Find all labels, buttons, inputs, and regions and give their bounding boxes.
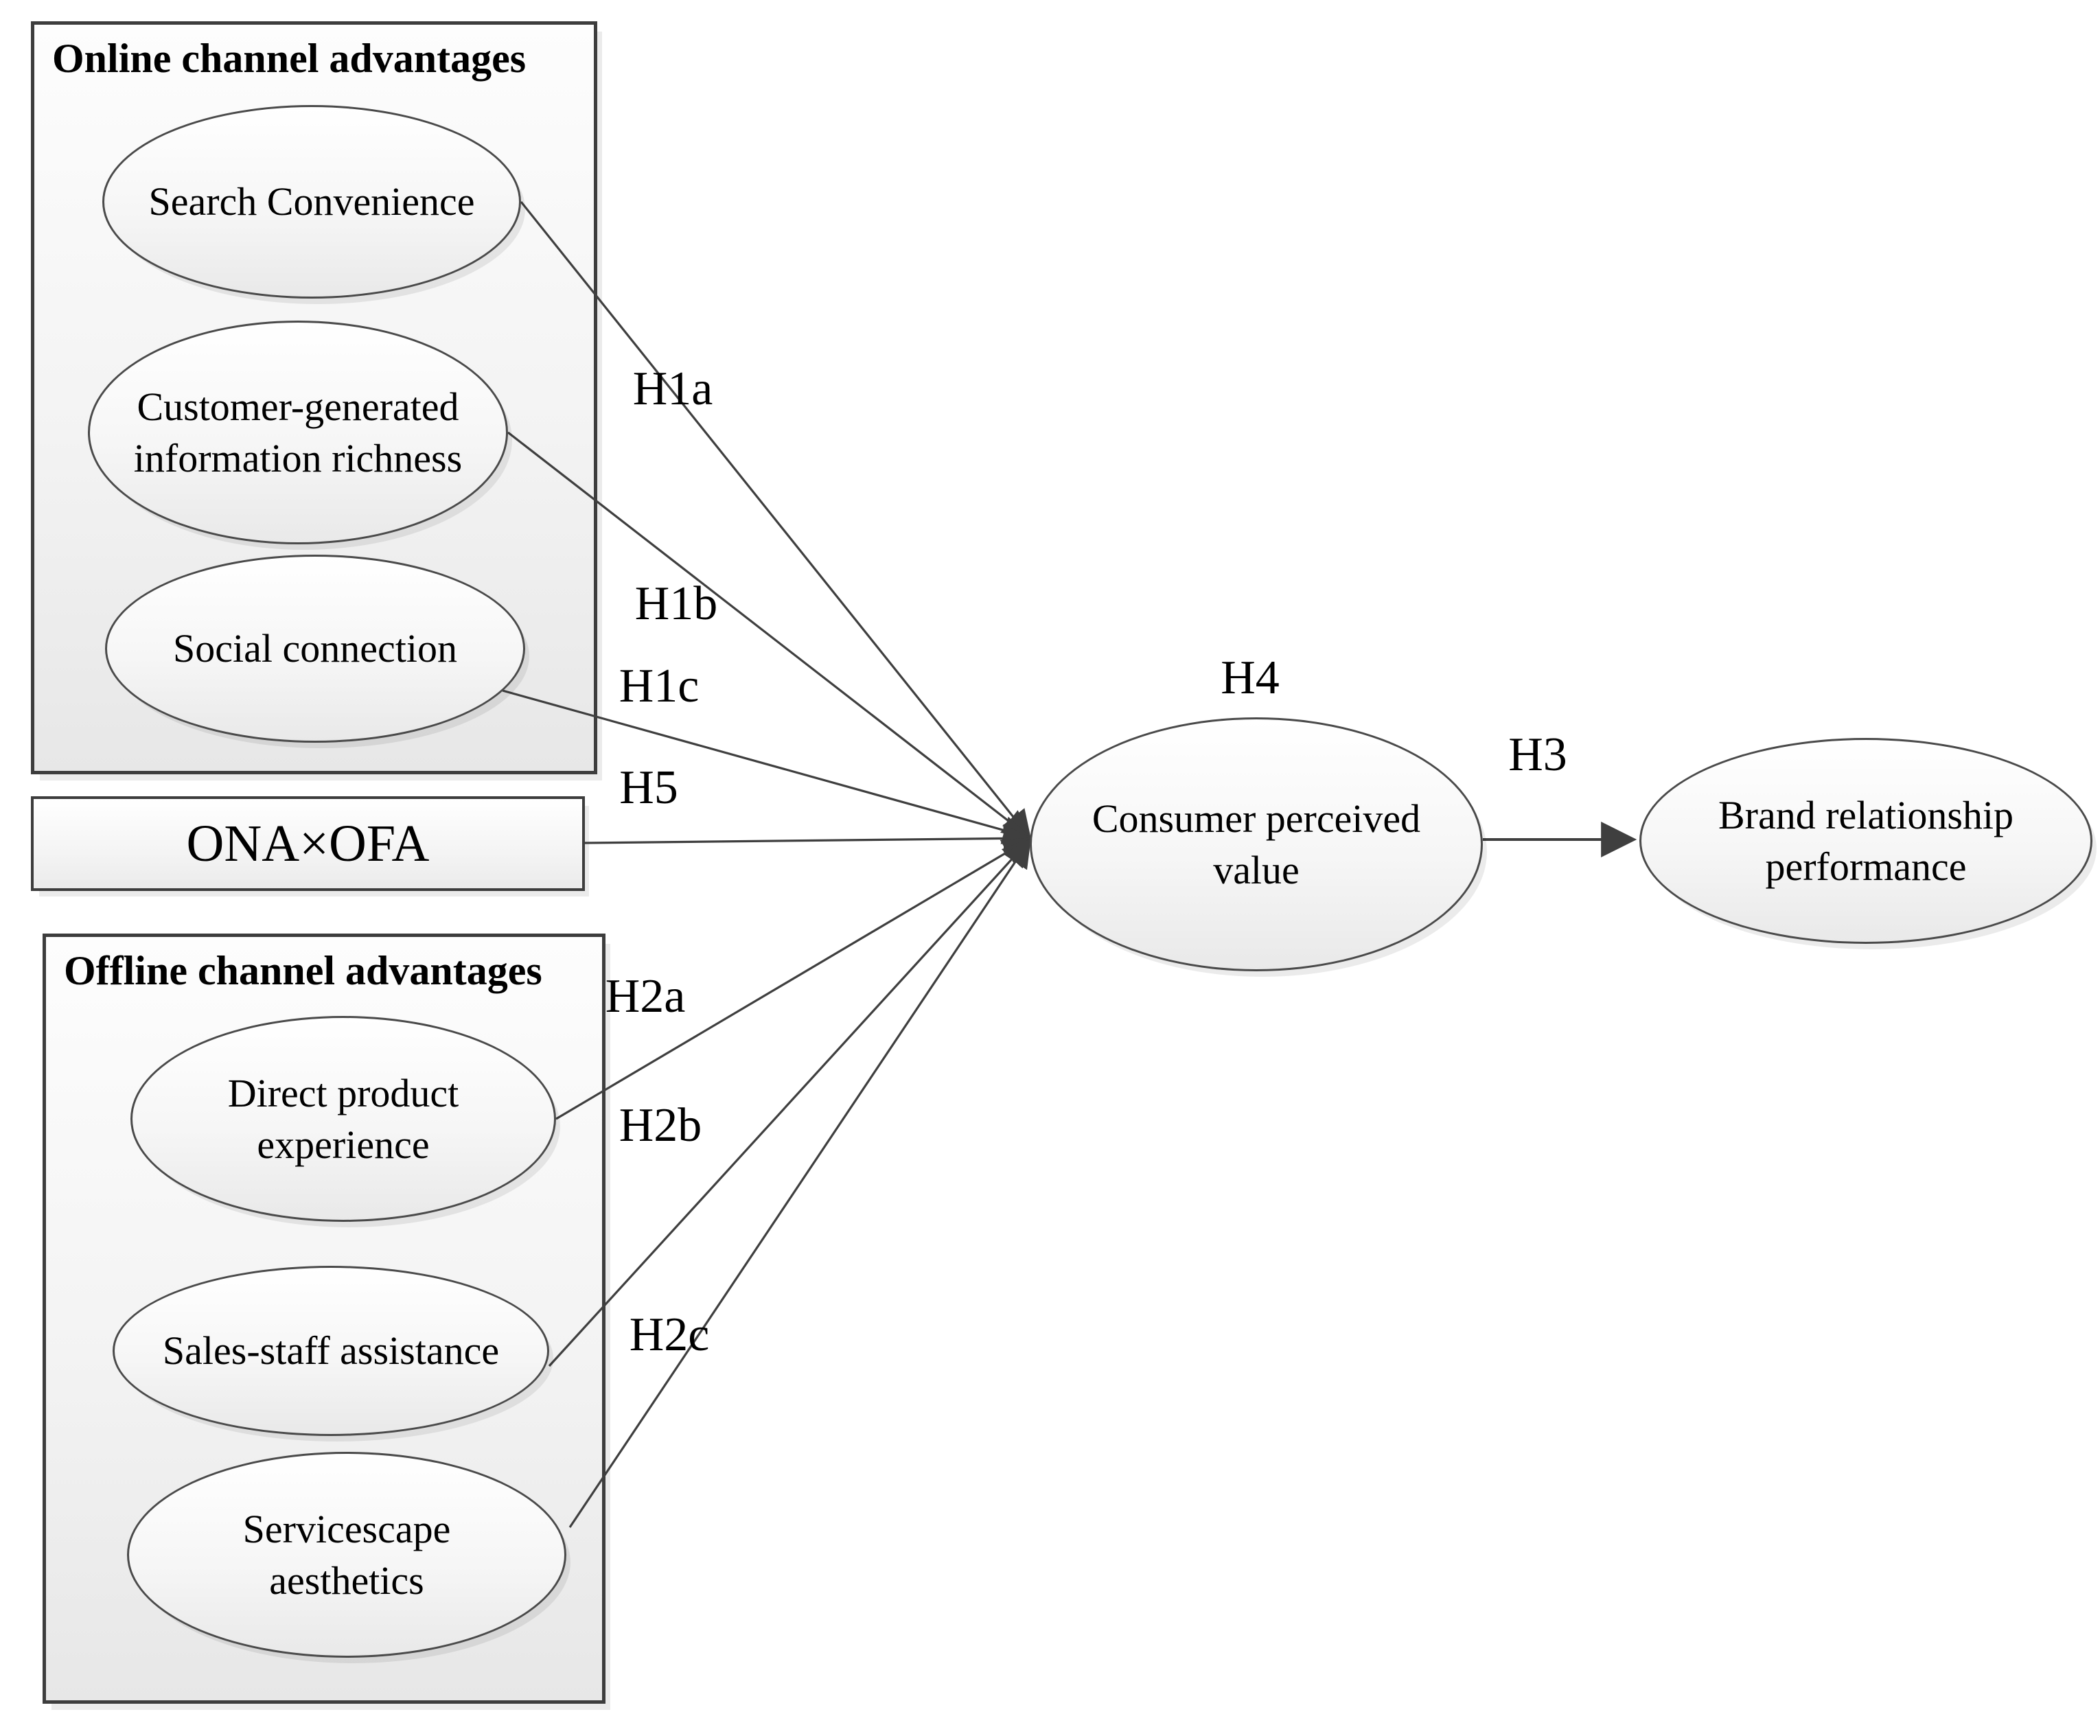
interaction-term-box: ONA×OFA	[31, 796, 585, 891]
hypothesis-label-h1c: H1c	[619, 660, 700, 713]
servicescape-aesthetics-label: Servicescape aesthetics	[242, 1506, 451, 1603]
social-connection-label: Social connection	[173, 626, 457, 671]
search-convenience-label: Search Convenience	[148, 179, 475, 224]
online-box-title: Online channel advantages	[52, 36, 527, 81]
hypothesis-label-h2c: H2c	[629, 1308, 710, 1361]
sales-staff-assistance-label: Sales-staff assistance	[162, 1328, 500, 1374]
hypothesis-label-h4: H4	[1221, 651, 1280, 704]
ellipse-sales-staff-assistance: Sales-staff assistance	[113, 1266, 549, 1436]
connector-h2c-line	[568, 838, 1031, 1528]
ellipse-search-convenience: Search Convenience	[102, 105, 521, 299]
ellipse-direct-product-experience: Direct product experience	[130, 1016, 556, 1222]
direct-product-experience-label: Direct product experience	[227, 1070, 459, 1167]
consumer-perceived-value-label: Consumer perceived value	[1092, 796, 1421, 892]
connector-h1a-line	[520, 201, 1032, 840]
brand-relationship-performance-label: Brand relationship performance	[1718, 792, 2014, 889]
hypothesis-label-h1a: H1a	[632, 362, 713, 415]
hypothesis-label-h1b: H1b	[634, 577, 718, 630]
hypothesis-label-h2a: H2a	[605, 970, 686, 1023]
hypothesis-label-h2b: H2b	[619, 1099, 702, 1152]
hypothesis-label-h3: H3	[1508, 728, 1567, 781]
ellipse-consumer-perceived-value: Consumer perceived value	[1030, 717, 1483, 971]
hypothesis-label-h5: H5	[619, 761, 678, 814]
ellipse-servicescape-aesthetics: Servicescape aesthetics	[127, 1452, 566, 1658]
ellipse-customer-generated-information-richness: Customer-generated information richness	[88, 321, 508, 544]
ellipse-brand-relationship-performance: Brand relationship performance	[1639, 738, 2092, 944]
ellipse-social-connection: Social connection	[105, 555, 525, 743]
customer-generated-label: Customer-generated information richness	[133, 384, 463, 481]
offline-box-title: Offline channel advantages	[64, 948, 542, 993]
connector-h5-line	[584, 824, 1032, 853]
interaction-term-label: ONA×OFA	[186, 814, 430, 872]
